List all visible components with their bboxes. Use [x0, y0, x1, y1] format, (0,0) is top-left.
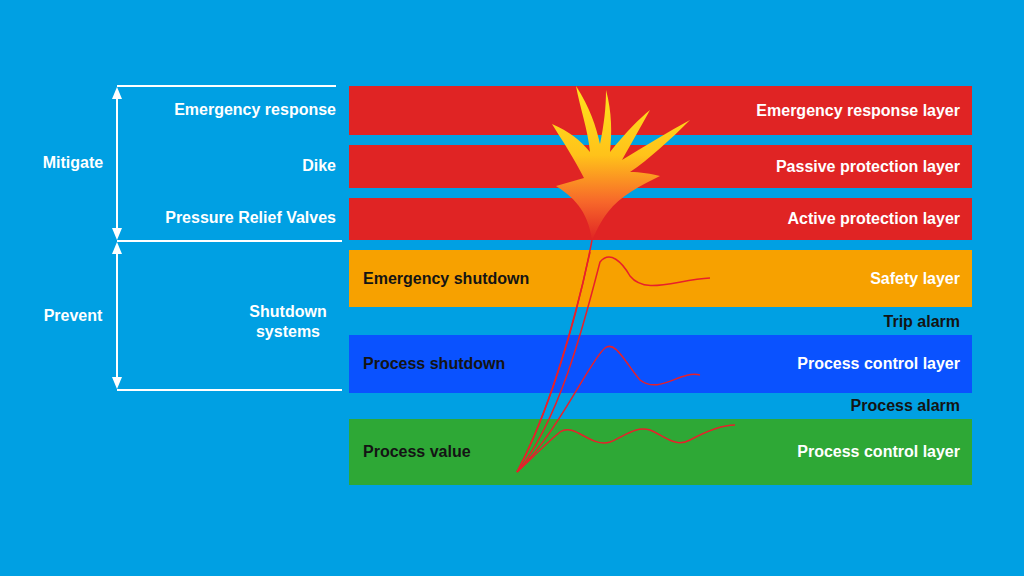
layer-name: Safety layer: [870, 270, 960, 288]
layer-measure: Shutdown systems: [240, 302, 336, 342]
layer-measure: Pressure Relief Valves: [165, 208, 336, 228]
layer-band: Emergency response layer: [349, 86, 972, 135]
layer-band: Emergency shutdown Safety layer: [349, 250, 972, 307]
layer-band: Passive protection layer: [349, 145, 972, 188]
fireball: [552, 86, 690, 240]
layer-name: Process control layer: [797, 355, 960, 373]
group-label: Mitigate: [43, 153, 103, 173]
layer-function: Emergency shutdown: [363, 270, 529, 288]
layer-name: Active protection layer: [788, 210, 961, 228]
layer-function: Process value: [363, 443, 471, 461]
layer-name: Emergency response layer: [756, 102, 960, 120]
layer-name: Process control layer: [797, 443, 960, 461]
layer-measure: Dike: [302, 156, 336, 176]
alarm-label: Process alarm: [851, 396, 960, 416]
layer-measure: Emergency response: [174, 100, 336, 120]
layer-band: Process value Process control layer: [349, 419, 972, 485]
layer-function: Process shutdown: [363, 355, 505, 373]
layer-band: Active protection layer: [349, 198, 972, 240]
alarm-label: Trip alarm: [884, 312, 960, 332]
group-label: Prevent: [44, 306, 103, 326]
layer-name: Passive protection layer: [776, 158, 960, 176]
